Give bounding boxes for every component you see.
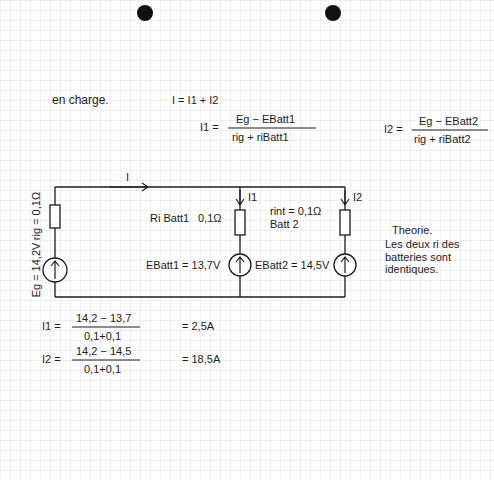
current-arrow (236, 190, 244, 205)
source-arrow (236, 257, 244, 273)
current-label: I1 (248, 191, 257, 204)
component-value: EBatt2 = 14,5V (255, 259, 329, 272)
punch-hole (325, 5, 341, 21)
calculation: 14,2 − 14,5 (76, 345, 131, 358)
fraction-bar (72, 326, 140, 327)
current-label: I2 (353, 191, 362, 204)
source-arrow (341, 257, 349, 273)
resistor-symbol (50, 205, 60, 228)
calculation: I2 = (42, 353, 61, 366)
punch-hole (137, 5, 153, 21)
formula: I2 = (384, 123, 403, 136)
component-value: 0,1Ω (198, 212, 222, 225)
calculation: I1 = (42, 320, 61, 333)
wires (55, 187, 345, 297)
component-name: Ri Batt1 (150, 212, 189, 225)
resistor-symbol (340, 210, 350, 235)
note-heading: Theorie. (392, 224, 432, 237)
source-arrow (51, 261, 59, 279)
component-value: rig = 0,1Ω (30, 192, 43, 240)
voltage-source (43, 258, 67, 282)
current-arrow (110, 183, 148, 191)
fraction-bar (228, 127, 316, 128)
formula: Eg − EBatt2 (419, 115, 478, 128)
current-arrow (341, 190, 349, 205)
component-value: rint = 0,1Ω Batt 2 (270, 205, 330, 230)
component-value: Eg = 14,2V (30, 243, 43, 298)
note-text: Les deux ri des batteries sont identique… (385, 238, 481, 276)
component-value: EBatt1 = 13,7V (146, 259, 220, 272)
voltage-source (229, 254, 251, 276)
resistor-symbol (235, 210, 245, 235)
calculation-result: = 2,5A (182, 320, 214, 333)
fraction-bar (412, 129, 488, 130)
formula: I = I1 + I2 (172, 94, 218, 107)
calculation-result: = 18,5A (182, 353, 220, 366)
calculation: 14,2 − 13,7 (76, 312, 131, 325)
heading: en charge. (52, 94, 109, 108)
formula: rig + riBatt1 (232, 131, 289, 144)
current-label: I (126, 171, 129, 184)
calculation: 0,1+0,1 (84, 330, 121, 343)
calculation: 0,1+0,1 (84, 363, 121, 376)
voltage-source (334, 254, 356, 276)
formula: Eg − EBatt1 (236, 113, 295, 126)
formula: I1 = (200, 121, 219, 134)
fraction-bar (72, 359, 140, 360)
formula: rig + riBatt2 (414, 133, 471, 146)
